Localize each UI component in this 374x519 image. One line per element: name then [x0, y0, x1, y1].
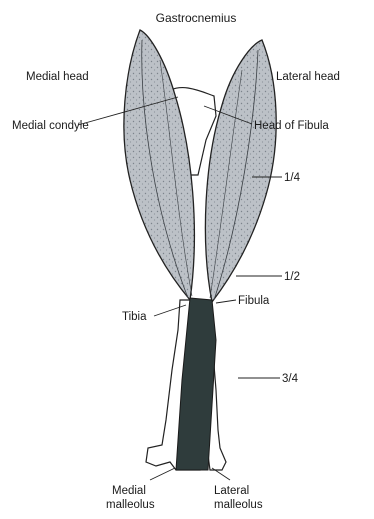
fibula-leader: [216, 300, 236, 303]
half-label: 1/2: [284, 271, 300, 283]
medial-head: [124, 30, 194, 300]
lateral-head-label: Lateral head: [276, 71, 340, 83]
lateral-malleolus-label-line2: malleolus: [214, 499, 263, 511]
head-of-fibula-label: Head of Fibula: [254, 120, 329, 132]
lateral-malleolus-label-line1: Lateral: [214, 485, 249, 497]
medial-malleolus-label-line1: Medial: [112, 485, 146, 497]
medial-condyle-label: Medial condyle: [12, 120, 89, 132]
medial-malleolus-label-line2: malleolus: [106, 499, 155, 511]
quarter-label: 1/4: [284, 172, 301, 184]
title: Gastrocnemius: [156, 11, 237, 25]
medial-malleolus-leader: [150, 468, 175, 480]
medial-head-label: Medial head: [26, 71, 89, 83]
tibia-label: Tibia: [122, 311, 147, 323]
fibula-label: Fibula: [238, 295, 270, 307]
three-quarter-label: 3/4: [282, 373, 299, 385]
